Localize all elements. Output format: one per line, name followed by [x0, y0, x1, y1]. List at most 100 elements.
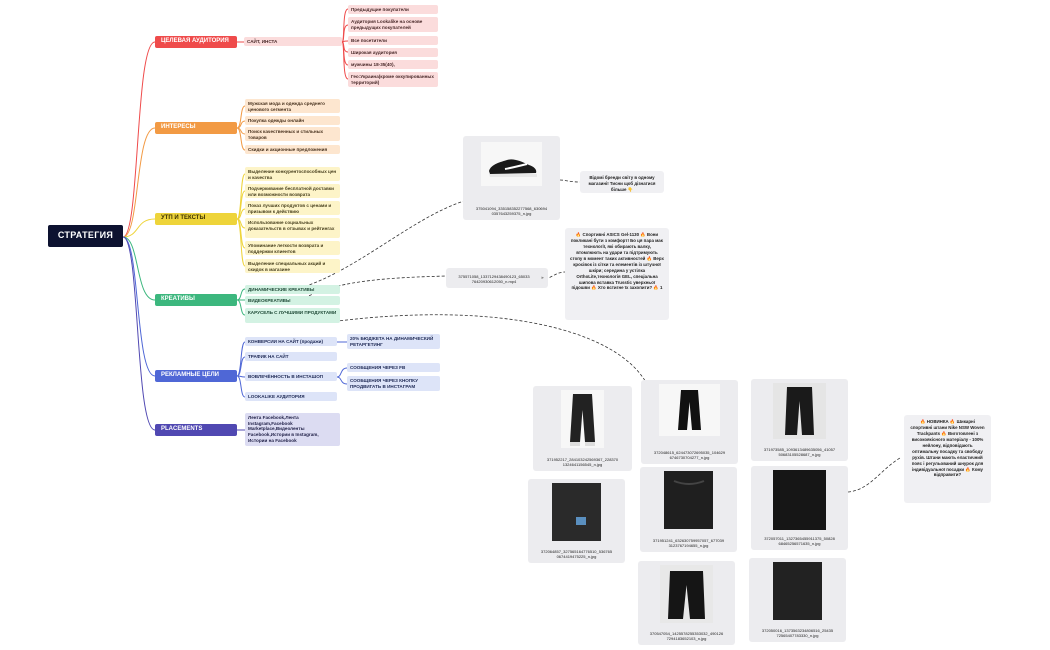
audience-item[interactable]: Широкая аудитория: [348, 48, 438, 57]
usp-item[interactable]: Выделение конкурентоспособных цен и каче…: [245, 167, 340, 181]
category-usp-label: УТП И ТЕКСТЫ: [161, 215, 206, 222]
link-video: [299, 275, 449, 301]
category-audience-label: ЦЕЛЕВАЯ АУДИТОРИЯ: [161, 38, 229, 45]
carousel-card[interactable]: 370547054_1425578255353032_490126 729418…: [638, 561, 735, 645]
usp-item-label: Показ лучших продуктов с ценами и призыв…: [248, 203, 332, 214]
dynamic-creative-card[interactable]: 375041094_335158352277568_630694 0357643…: [463, 136, 560, 220]
usp-item[interactable]: Использование социальных доказательств в…: [245, 218, 340, 238]
sneaker-image: [481, 142, 542, 186]
usp-item[interactable]: Показ лучших продуктов с ценами и призыв…: [245, 201, 340, 215]
sneaker-icon: [489, 159, 537, 177]
usp-item[interactable]: Выделение специальных акций и скидок в м…: [245, 259, 340, 273]
category-goals[interactable]: РЕКЛАМНЫЕ ЦЕЛИ: [155, 370, 237, 382]
carousel-note[interactable]: 🔥 НОВИНКА 🔥 Шикарні спортивні штани Nike…: [904, 415, 991, 503]
usp-item-label: Подчеркивание бесплатной доставки или во…: [248, 186, 334, 197]
edge-goals: [122, 236, 156, 377]
carousel-card-filename: 371952217_284103242569367_228370 1324641…: [546, 456, 619, 467]
dynamic-creative-filename: 375041094_335158352277568_630694 0357643…: [475, 205, 548, 216]
link-dynamic: [299, 197, 476, 289]
creative-item-label: КАРУСЕЛЬ С ЛУЧШИМИ ПРОДУКТАМИ: [248, 310, 337, 315]
category-creatives-label: КРЕАТИВЫ: [161, 296, 195, 303]
goal-conversions-note[interactable]: 20% БЮДЖЕТА НА ДИНАМИЧЕСКИЙ РЕТАРГЕТИНГ: [347, 334, 440, 349]
carousel-card[interactable]: 372057011_1327365455911375_50828 6846525…: [751, 466, 848, 550]
root-node[interactable]: СТРАТЕГИЯ: [48, 225, 123, 247]
audience-item[interactable]: Гео:Украина(кроме оккупированных террито…: [348, 72, 438, 87]
goal-conversions-label: КОНВЕРСИИ НА САЙТ (продажи): [248, 339, 323, 344]
creative-item[interactable]: ВИДЕОКРЕАТИВЫ: [245, 296, 340, 305]
interest-item-label: Мужская мода и одежда среднего ценового …: [248, 101, 325, 112]
carousel-card[interactable]: 372064857_327565164776510_536765 0674419…: [528, 479, 625, 563]
category-audience[interactable]: ЦЕЛЕВАЯ АУДИТОРИЯ: [155, 36, 237, 48]
carousel-card-filename: 372048615_624473072695035_104629 6746730…: [653, 449, 726, 460]
carousel-card[interactable]: 372050016_1373563234806516_25435 7256540…: [749, 558, 846, 642]
usp-item[interactable]: Упоминание легкости возврата и поддержки…: [245, 241, 340, 255]
carousel-card[interactable]: 371952217_284103242569367_228370 1324641…: [533, 386, 632, 471]
category-interests[interactable]: ИНТЕРЕСЫ: [155, 122, 237, 134]
interest-item[interactable]: Покупка одежды онлайн: [245, 116, 340, 125]
carousel-card[interactable]: 371973585_1093613489635056_41057 5068310…: [751, 379, 848, 461]
category-placements-label: PLACEMENTS: [161, 426, 203, 433]
video-creative-filename: 375571058_1337129438490123_65033 7642093…: [458, 273, 530, 284]
creative-item-label: ДИНАМИЧЕСКИЕ КРЕАТИВЫ: [248, 287, 315, 292]
root-label: СТРАТЕГИЯ: [57, 230, 114, 241]
product-image: [773, 470, 826, 530]
audience-item-label: мужчины 18-35(40),: [351, 62, 395, 67]
audience-item[interactable]: Предыдущие покупатели: [348, 5, 438, 14]
usp-item[interactable]: Подчеркивание бесплатной доставки или во…: [245, 184, 340, 198]
goal-engagement-fb[interactable]: СООБЩЕНИЯ ЧЕРЕЗ FB: [347, 363, 440, 372]
edge-audience: [122, 41, 156, 238]
goal-traffic-label: ТРАФИК НА САЙТ: [248, 354, 289, 359]
usp-item-label: Использование социальных доказательств в…: [248, 220, 335, 231]
creative-item[interactable]: КАРУСЕЛЬ С ЛУЧШИМИ ПРОДУКТАМИ: [245, 308, 340, 323]
carousel-card[interactable]: 371951241_632630759957057_677039 3123767…: [640, 467, 737, 552]
goal-lookalike-label: LOOKALIKE АУДИТОРИЯ: [248, 394, 305, 399]
product-image: [660, 565, 713, 623]
pants-icon: [785, 387, 814, 435]
usp-item-label: Упоминание легкости возврата и поддержки…: [248, 243, 324, 254]
carousel-card[interactable]: 372048615_624473072695035_104629 6746730…: [641, 380, 738, 464]
edge-interests: [122, 127, 156, 238]
video-creative-note[interactable]: 🔥 Спортивні ASICS Gel-1130 🔥 Вони поклик…: [565, 228, 669, 320]
category-placements[interactable]: PLACEMENTS: [155, 424, 237, 436]
audience-item-label: Гео:Украина(кроме оккупированных террито…: [351, 74, 434, 85]
audience-item-label: Аудитория Lookalike на основе предыдущих…: [351, 19, 423, 30]
goal-engagement-insta[interactable]: СООБЩЕНИЯ ЧЕРЕЗ КНОПКУ ПРОДВИГАТЬ В ИНСТ…: [347, 376, 440, 391]
audience-site-label: САЙТ, ИНСТА: [247, 39, 278, 44]
goal-conversions-note-label: 20% БЮДЖЕТА НА ДИНАМИЧЕСКИЙ РЕТАРГЕТИНГ: [350, 336, 434, 347]
audience-item[interactable]: Все посетители: [348, 36, 438, 45]
link-dynamic-note: [559, 179, 581, 183]
category-goals-label: РЕКЛАМНЫЕ ЦЕЛИ: [161, 372, 219, 379]
goal-conversions[interactable]: КОНВЕРСИИ НА САЙТ (продажи): [245, 337, 337, 346]
usp-item-label: Выделение конкурентоспособных цен и каче…: [248, 169, 337, 180]
audience-item-label: Все посетители: [351, 38, 387, 43]
audience-item-label: Предыдущие покупатели: [351, 7, 409, 12]
category-usp[interactable]: УТП И ТЕКСТЫ: [155, 213, 237, 225]
interest-item[interactable]: Поиск качественных и стильных товаров: [245, 127, 340, 141]
pants-icon: [678, 390, 701, 430]
goal-engagement-fb-label: СООБЩЕНИЯ ЧЕРЕЗ FB: [350, 365, 406, 370]
carousel-card-filename: 372064857_327565164776510_536765 0674419…: [540, 548, 613, 559]
audience-item-label: Широкая аудитория: [351, 50, 397, 55]
goal-engagement[interactable]: ВОВЛЕЧЁННОСТЬ В ИНСТАШОП: [245, 372, 337, 381]
edge-usp: [122, 218, 156, 238]
interest-item[interactable]: Мужская мода и одежда среднего ценового …: [245, 99, 340, 113]
category-creatives[interactable]: КРЕАТИВЫ: [155, 294, 237, 306]
edge-placements: [122, 236, 156, 431]
product-image: [773, 383, 826, 439]
goal-traffic[interactable]: ТРАФИК НА САЙТ: [245, 352, 337, 361]
audience-site-node[interactable]: САЙТ, ИНСТА: [244, 37, 342, 46]
audience-item[interactable]: мужчины 18-35(40),: [348, 60, 438, 69]
interest-item[interactable]: Скидки и акционные предложения: [245, 145, 340, 154]
video-creative-card[interactable]: 375571058_1337129438490123_65033 7642093…: [446, 268, 548, 288]
waistband-icon: [673, 480, 705, 485]
creative-item[interactable]: ДИНАМИЧЕСКИЕ КРЕАТИВЫ: [245, 285, 340, 294]
dynamic-creative-note[interactable]: Відомі бренди світу в одному магазині! Т…: [580, 171, 664, 193]
placements-item-label: Лента Facebook,Лента Instagram,Facebook …: [248, 415, 319, 443]
category-interests-label: ИНТЕРЕСЫ: [161, 124, 196, 131]
placements-item[interactable]: Лента Facebook,Лента Instagram,Facebook …: [245, 413, 340, 446]
goal-lookalike[interactable]: LOOKALIKE АУДИТОРИЯ: [245, 392, 337, 401]
audience-item[interactable]: Аудитория Lookalike на основе предыдущих…: [348, 17, 438, 32]
edge-creatives: [122, 236, 156, 301]
link-carousel: [329, 314, 649, 387]
